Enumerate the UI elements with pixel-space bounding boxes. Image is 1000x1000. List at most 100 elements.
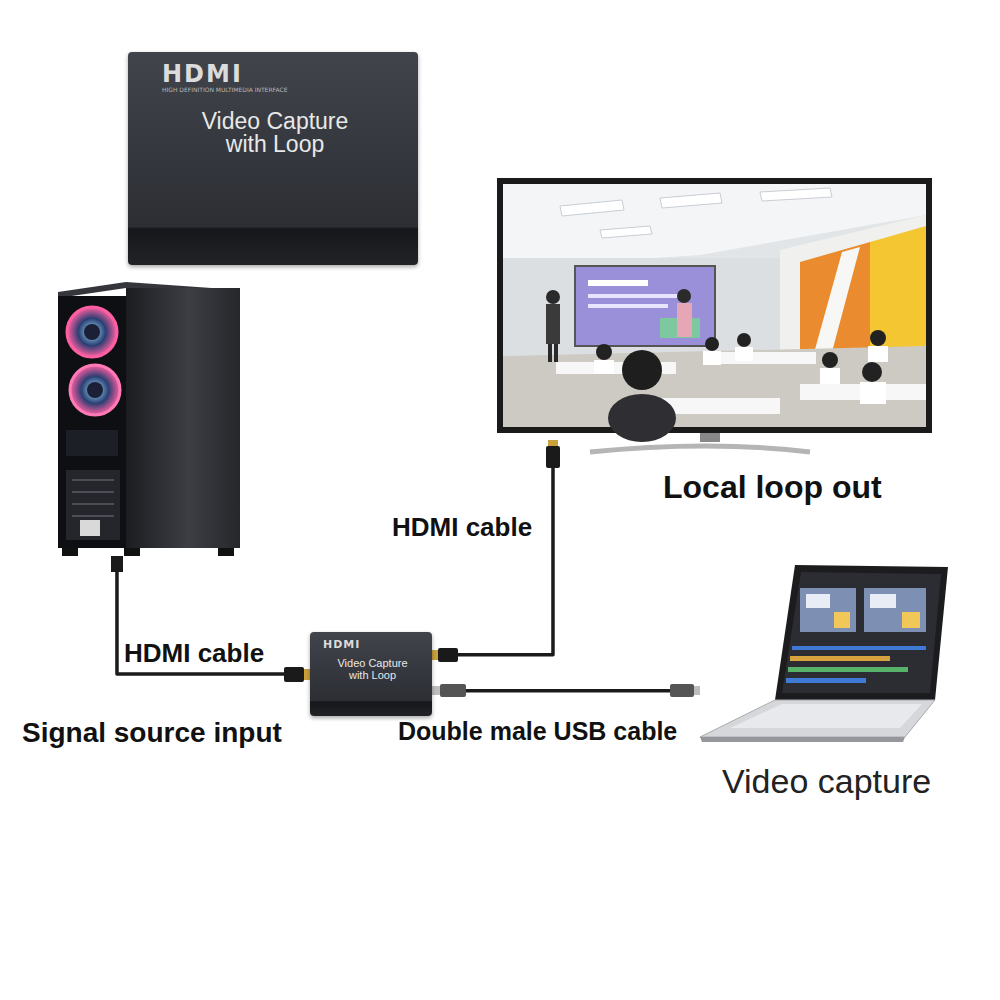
pc-tower-art-part — [72, 491, 114, 493]
signal-source-pc: Signal source input — [58, 280, 240, 558]
laptop-art-part — [864, 588, 926, 632]
hdmi-plug-part — [438, 648, 458, 662]
usb-plug — [670, 684, 700, 697]
tv-art-part — [546, 304, 560, 344]
tv-art-part — [554, 344, 558, 362]
tv-art-part — [870, 330, 886, 346]
tv-art-part — [588, 294, 678, 298]
tv-art-part — [546, 290, 560, 304]
hdmi-plug — [546, 440, 560, 468]
device-label: Video Capture with Loop — [333, 657, 413, 681]
tv-art-part — [868, 346, 888, 362]
pc-tower-art-part — [70, 365, 120, 415]
node-caption: Local loop out — [663, 468, 953, 506]
pc-tower-art-part — [124, 548, 140, 556]
brand-logo: HDMI — [162, 62, 388, 86]
tv-art-part — [780, 215, 926, 360]
node-caption: Video capture — [722, 761, 992, 801]
tv-art-part — [870, 226, 926, 350]
hdmi-cable — [432, 440, 553, 655]
pc-tower-art-part — [80, 520, 100, 536]
cable-label: HDMI cable — [392, 512, 544, 542]
tv-art-part — [560, 200, 624, 216]
usb-plug — [432, 684, 466, 697]
laptop-art-part — [834, 612, 850, 628]
tv-art-part — [860, 382, 886, 404]
tv-art-part — [822, 352, 838, 368]
tv-art-part — [703, 351, 721, 365]
tv-art-part — [608, 394, 676, 442]
tv-art-part — [600, 226, 652, 238]
laptop-art-part — [902, 612, 920, 628]
laptop-art-part — [786, 678, 866, 683]
laptop-art-part — [775, 565, 948, 700]
hdmi-plug-part — [548, 440, 558, 446]
cable-label: Double male USB cable — [398, 716, 690, 746]
tv-art-part — [677, 289, 691, 303]
laptop-art-part — [782, 572, 941, 693]
hdmi-plug-part — [111, 556, 123, 572]
pc-tower-art-part — [126, 288, 240, 548]
hdmi-plug-part — [284, 667, 304, 682]
hdmi-plug — [432, 648, 458, 662]
tv-art-part — [575, 266, 715, 346]
usb-plug-part — [694, 686, 700, 695]
tv-art-part — [588, 304, 668, 308]
capture-device: HDMIHIGH DEFINITION MULTIMEDIA INTERFACE… — [128, 52, 418, 265]
tv-art-part — [716, 352, 816, 364]
laptop-art-part — [800, 588, 856, 632]
hdmi-plug — [111, 556, 123, 572]
tv-art-part — [497, 178, 932, 433]
laptop-art-part — [788, 667, 908, 672]
capture-device: HDMI Video Capture with Loop — [310, 632, 432, 716]
tv-art-part — [735, 347, 753, 361]
cable-label: HDMI cable — [124, 638, 299, 668]
laptop-art-part — [700, 737, 905, 742]
device-label: Video Capture with Loop — [185, 110, 365, 156]
pc-tower-art-part — [218, 548, 234, 556]
tv-art-part — [588, 280, 648, 286]
pc-tower-art-part — [126, 290, 130, 546]
tv-art-part — [814, 247, 860, 353]
hdmi-plug-part — [432, 650, 438, 660]
pc-tower-art-part — [62, 548, 78, 556]
brand-logo: HDMI — [323, 638, 422, 651]
pc-tower-art-part — [84, 324, 100, 340]
tv-art-part — [700, 433, 720, 442]
hdmi-cable — [117, 558, 310, 674]
usb-plug-part — [670, 684, 694, 697]
tv-art — [497, 178, 932, 452]
pc-tower-art-part — [87, 382, 103, 398]
pc-tower-art-part — [67, 307, 117, 357]
tv-art-part — [705, 337, 719, 351]
pc-tower-art-part — [72, 503, 114, 505]
pc-tower-art-part — [58, 296, 126, 548]
tv-art-part — [548, 344, 552, 362]
usb-cable — [432, 689, 700, 693]
laptop-art-part — [792, 646, 926, 650]
tv-art-part — [660, 193, 722, 208]
laptop-art-part — [790, 656, 890, 661]
tv-art-part — [503, 346, 926, 427]
tv-art-part — [677, 303, 692, 337]
laptop-art — [700, 565, 948, 742]
laptop-art-part — [700, 700, 935, 737]
laptop-art-part — [730, 704, 922, 728]
pc-tower-art-part — [72, 479, 114, 481]
tv-art-part — [590, 446, 810, 452]
tv-art-part — [862, 362, 882, 382]
laptop-art-part — [870, 594, 896, 608]
tv-art-part — [503, 258, 793, 358]
fine-print: HIGH DEFINITION MULTIMEDIA INTERFACE — [162, 86, 388, 94]
tv-art-part — [737, 333, 751, 347]
usb-plug-part — [432, 686, 440, 695]
tv-art-part — [760, 188, 832, 201]
tv-art-part — [800, 242, 870, 354]
node-caption: Signal source input — [22, 717, 312, 749]
pc-tower-art-part — [72, 515, 114, 517]
pc-tower-art-part — [66, 470, 120, 540]
pc-tower-art — [58, 282, 240, 556]
pc-tower-art-part — [66, 430, 118, 456]
